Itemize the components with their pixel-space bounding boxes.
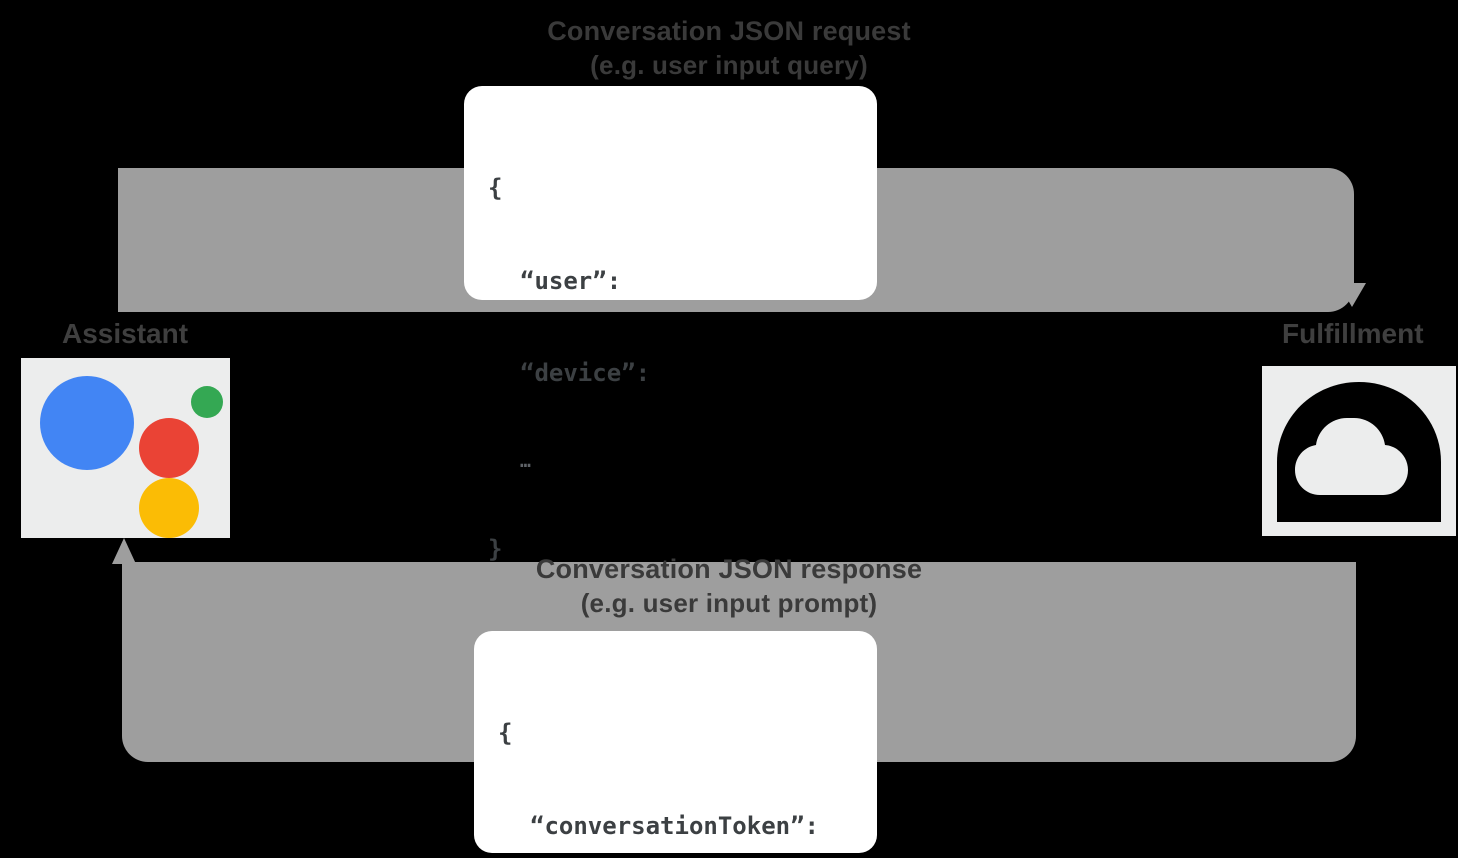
google-assistant-logo-icon-red-dot: [139, 418, 199, 478]
response-flow-subtitle: (e.g. user input prompt): [580, 587, 878, 618]
request-json-key-user: “user”:: [520, 266, 622, 295]
request-json-open-brace: {: [488, 174, 503, 203]
request-json-card: { “user”: “device”: … }: [464, 86, 877, 563]
cloud-icon: [1277, 382, 1441, 522]
request-json-close-brace: }: [488, 535, 503, 564]
request-flow-subtitle: (e.g. user input query): [590, 49, 868, 80]
google-assistant-logo-icon-yellow-dot: [139, 478, 199, 538]
response-flow-title: Conversation JSON response: [535, 554, 923, 584]
fulfillment-icon-tile: [1262, 366, 1456, 536]
response-flow-label: Conversation JSON response (e.g. user in…: [0, 552, 1458, 620]
request-flow-title: Conversation JSON request: [547, 16, 911, 46]
assistant-endpoint-label: Assistant: [62, 318, 189, 349]
request-json-key-device: “device”:: [520, 358, 651, 387]
assistant-icon-tile: [21, 358, 230, 538]
response-json-card: { “conversationToken”: “userStorage”: … …: [474, 631, 877, 853]
google-assistant-logo-icon-blue-dot: [40, 376, 134, 470]
request-flow-label: Conversation JSON request (e.g. user inp…: [0, 14, 1458, 82]
response-arrowhead-icon: [112, 538, 136, 564]
response-json-open-brace: {: [498, 719, 513, 748]
request-arrowhead-icon: [1338, 283, 1366, 307]
google-assistant-logo-icon-green-dot: [191, 386, 223, 418]
request-json-ellipsis: …: [520, 450, 531, 472]
response-json-key-conversation-token: “conversationToken”:: [530, 811, 819, 840]
fulfillment-endpoint-label: Fulfillment: [1282, 318, 1424, 349]
